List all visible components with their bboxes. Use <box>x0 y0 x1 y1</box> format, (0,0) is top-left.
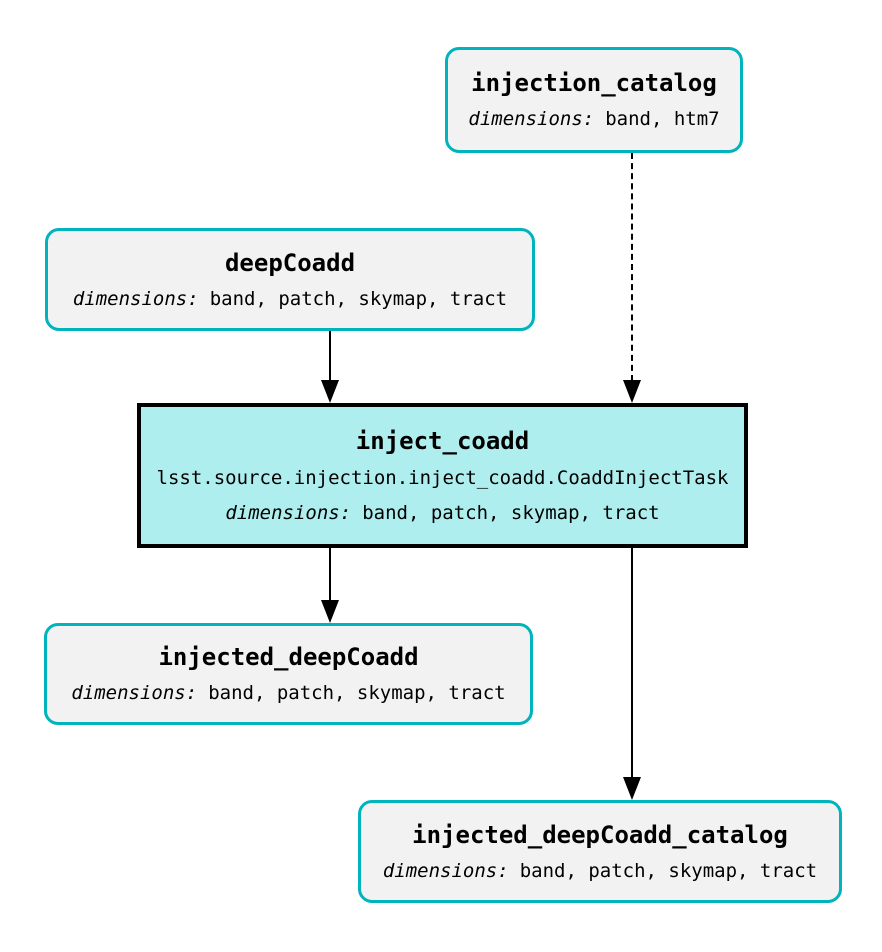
dimensions-values: band, patch, skymap, tract <box>519 859 818 882</box>
edge-injection-catalog-to-inject-coadd-line <box>631 153 633 381</box>
node-title: injected_deepCoadd_catalog <box>412 820 788 849</box>
arrowhead-down-icon <box>623 380 641 403</box>
node-title: deepCoadd <box>224 248 356 277</box>
dimensions-label: dimensions: <box>468 108 595 130</box>
edge-inject-coadd-to-injected-deepcoadd-line <box>329 548 331 602</box>
arrowhead-down-icon <box>321 600 339 623</box>
arrowhead-down-icon <box>623 777 641 800</box>
dimensions-label: dimensions: <box>72 287 199 310</box>
node-dimensions: dimensions: band, patch, skymap, tract <box>71 683 505 704</box>
node-title: injection_catalog <box>471 69 717 97</box>
node-deepcoadd: deepCoadd dimensions: band, patch, skymap… <box>45 228 535 331</box>
dimensions-values: band, patch, skymap, tract <box>362 501 660 524</box>
node-injection-catalog: injection_catalog dimensions: band, htm7 <box>445 47 743 153</box>
dimensions-label: dimensions: <box>225 501 352 524</box>
node-inject-coadd-task: inject_coadd lsst.source.injection.injec… <box>137 403 748 548</box>
edge-deepcoadd-to-inject-coadd-line <box>329 331 331 381</box>
dimensions-values: band, patch, skymap, tract <box>208 682 506 704</box>
node-dimensions: dimensions: band, patch, skymap, tract <box>72 287 508 310</box>
node-injected-deepcoadd-catalog: injected_deepCoadd_catalog dimensions: ba… <box>358 800 842 903</box>
dimensions-values: band, htm7 <box>605 108 720 130</box>
edge-inject-coadd-to-injected-deepcoadd-catalog-line <box>631 548 633 779</box>
node-title: injected_deepCoadd <box>158 643 419 671</box>
dimensions-values: band, patch, skymap, tract <box>209 287 508 310</box>
node-injected-deepcoadd: injected_deepCoadd dimensions: band, patc… <box>44 623 533 725</box>
node-title: inject_coadd <box>355 426 530 455</box>
node-dimensions: dimensions: band, patch, skymap, tract <box>382 859 818 882</box>
node-dimensions: dimensions: band, htm7 <box>468 109 719 130</box>
node-dimensions: dimensions: band, patch, skymap, tract <box>225 501 660 524</box>
task-class-path: lsst.source.injection.inject_coadd.Coadd… <box>156 466 729 489</box>
dimensions-label: dimensions: <box>71 682 198 704</box>
dimensions-label: dimensions: <box>382 859 509 882</box>
arrowhead-down-icon <box>321 380 339 403</box>
